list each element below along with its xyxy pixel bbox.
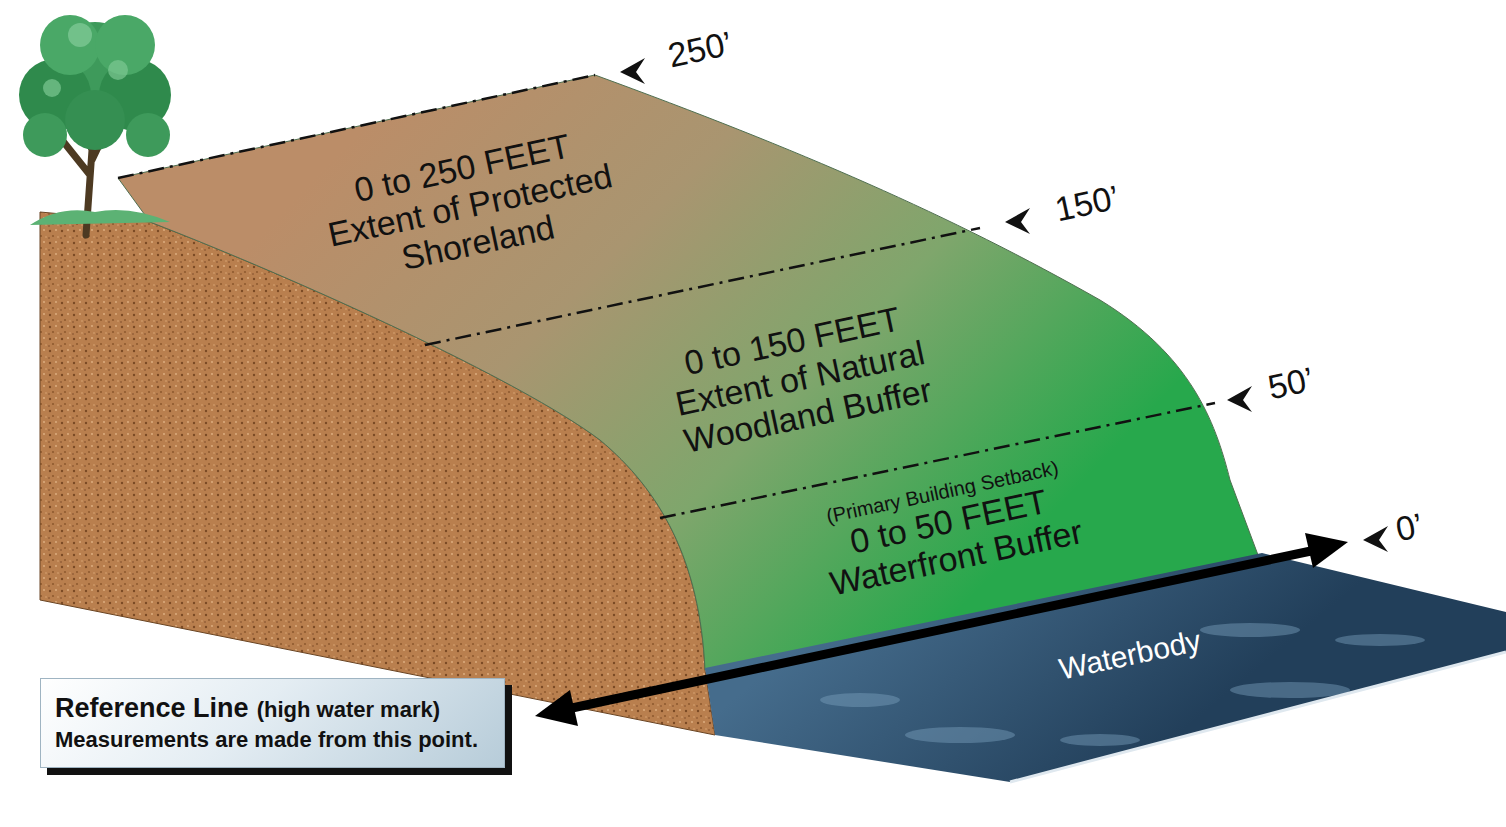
marker-150 xyxy=(1005,208,1030,234)
distance-label: 150’ xyxy=(1052,178,1123,230)
zone-boundaries xyxy=(118,75,1215,518)
zone-heading: Waterbody xyxy=(999,610,1261,699)
distance-label: 250’ xyxy=(665,24,736,76)
distance-label: 0’ xyxy=(1392,506,1426,550)
marker-0 xyxy=(1363,526,1388,552)
woodland-buffer-band: 0 to 150 FEETExtent of Natural Woodland … xyxy=(612,285,988,472)
distance-label: 50’ xyxy=(1264,360,1316,408)
zone-heading: Reference Line xyxy=(55,693,249,723)
shoreland-band: 0 to 250 FEETExtent of Protected Shorela… xyxy=(277,111,663,300)
marker-50 xyxy=(1227,386,1252,412)
land-surface xyxy=(118,75,1258,670)
reference-line-box: Reference Line(high water mark) Measurem… xyxy=(40,678,505,768)
marker-250 xyxy=(620,58,645,84)
tree xyxy=(19,15,171,235)
water-body xyxy=(705,553,1506,782)
waterbody-label-area: Waterbody xyxy=(999,610,1261,699)
waterfront-buffer-band: (Primary Building Setback)0 to 50 FEETWa… xyxy=(734,436,1165,620)
distance-markers xyxy=(620,58,1388,552)
